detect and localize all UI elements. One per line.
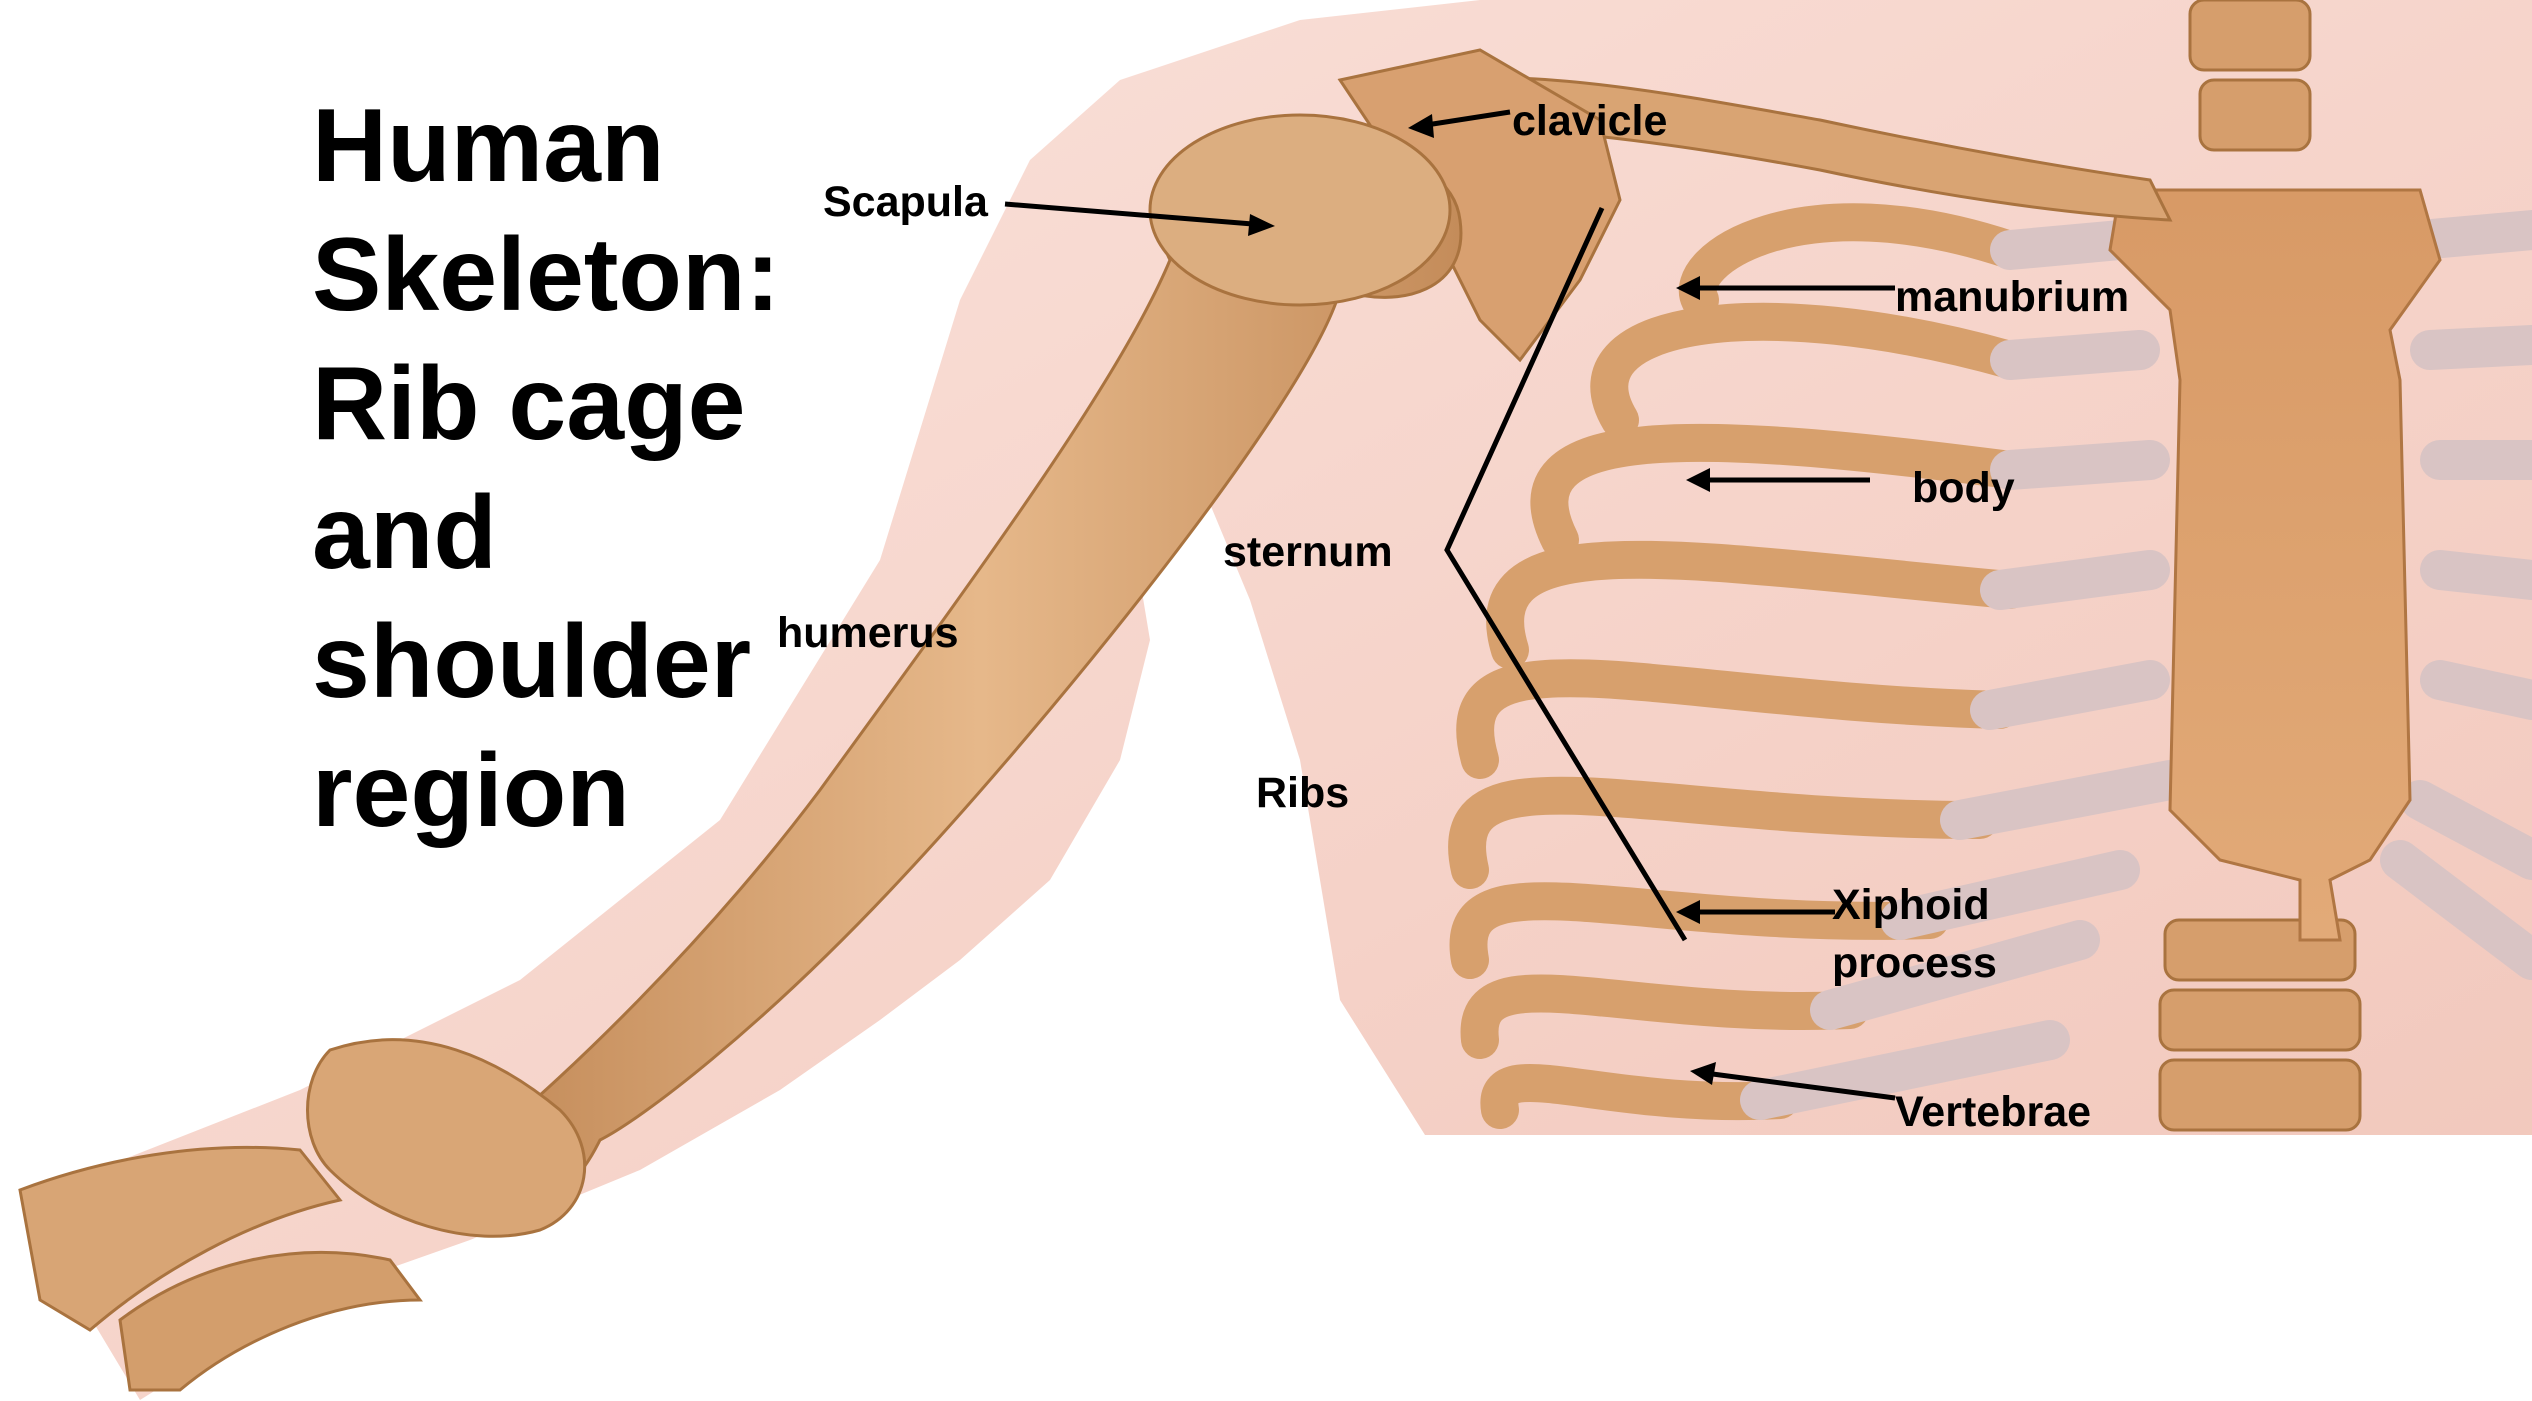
label-manubrium: manubrium [1895,272,2129,322]
title-line: Rib cage [312,340,872,469]
title-line: Skeleton: [312,211,872,340]
title-line: and [312,469,872,598]
page-title: Human Skeleton: Rib cage and shoulder re… [312,82,872,856]
label-ribs: Ribs [1256,768,1349,818]
label-humerus: humerus [777,608,959,658]
label-sternum: sternum [1223,527,1393,577]
label-vertebrae: Vertebrae [1895,1087,2091,1137]
humeral-head [1150,115,1450,305]
title-line: region [312,727,872,856]
label-clavicle: clavicle [1512,96,1667,146]
title-line: Human [312,82,872,211]
label-scapula: Scapula [823,177,988,227]
label-xiphoid-line1: Xiphoid [1832,880,1990,930]
label-xiphoid-line2: process [1832,938,1997,988]
label-body: body [1912,463,2015,513]
